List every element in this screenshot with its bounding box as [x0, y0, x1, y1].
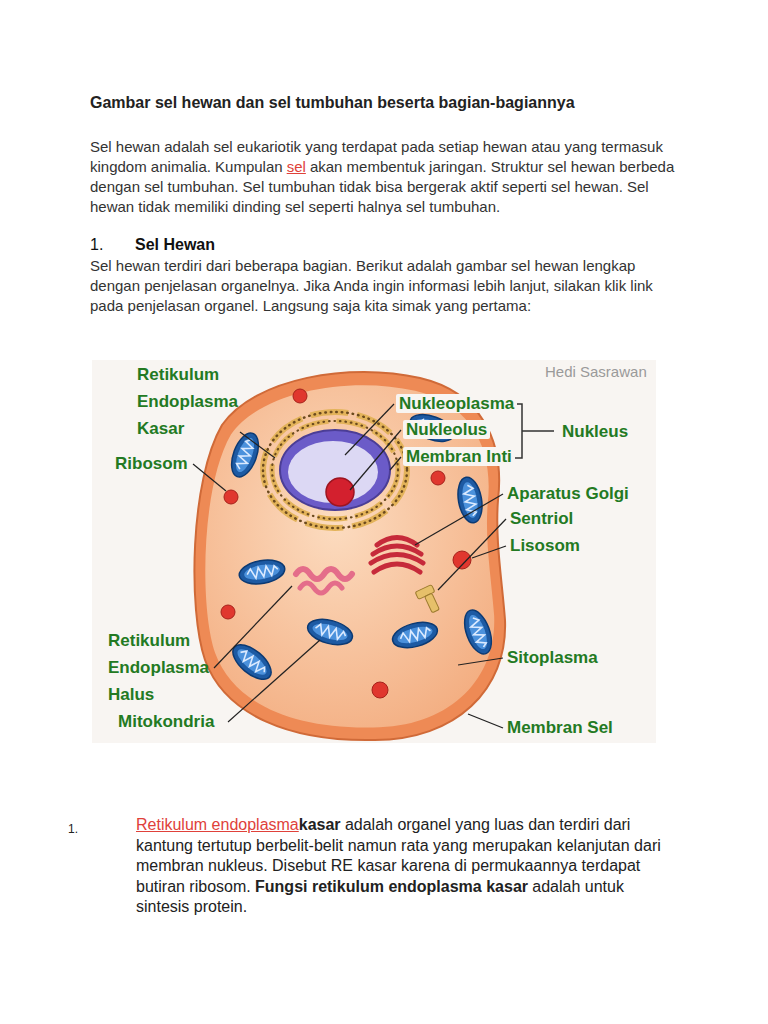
text-run: Nukleoplasma [396, 394, 517, 413]
page-title: Gambar sel hewan dan sel tumbuhan besert… [90, 93, 590, 112]
part-label: Nukleolus [403, 416, 490, 443]
paragraph: Retikulum endoplasmakasaradalah organel … [136, 815, 671, 918]
leader-line [390, 457, 401, 470]
mitochondrion [227, 638, 277, 685]
part-label: Sentriol [510, 505, 573, 532]
text-run: Ribosom [115, 454, 188, 473]
lysosome [372, 682, 388, 698]
leader-line [193, 464, 226, 491]
part-label: Mitokondria [118, 708, 214, 735]
leader-line [214, 586, 292, 668]
text-run: Retikulum Endoplasma Kasar [137, 365, 238, 438]
leader-line [468, 714, 503, 728]
nucleolus [326, 478, 354, 506]
section-heading: Sel Hewan [135, 235, 215, 255]
centriole [415, 585, 439, 613]
part-label: Retikulum Endoplasma Halus [108, 627, 220, 708]
link-text: sel [287, 158, 306, 175]
mitochondrion [455, 475, 486, 524]
golgi-apparatus [371, 538, 423, 573]
figure-ground [92, 360, 656, 743]
leader-line [350, 430, 401, 490]
part-label: Lisosom [510, 532, 580, 559]
rough-er-band [272, 421, 398, 519]
nuclear-envelope [280, 430, 390, 510]
cell-membrane [194, 372, 505, 740]
part-label: Sitoplasma [507, 644, 598, 671]
mitochondrion [390, 618, 440, 652]
title-text: Gambar sel hewan dan sel tumbuhan besert… [90, 94, 575, 111]
link-text: Retikulum endoplasma [136, 816, 299, 833]
lysosome [431, 471, 445, 485]
lysosome [293, 389, 307, 403]
part-label: Membran Inti [403, 443, 515, 470]
part-label: Retikulum Endoplasma Kasar [137, 361, 249, 442]
part-label: Aparatus Golgi [507, 480, 629, 507]
part-label: Membran Sel [507, 714, 613, 741]
leader-line [458, 658, 503, 665]
list-number: 1. [90, 235, 103, 255]
mitochondrion [237, 557, 286, 588]
text-run: Nukleus [562, 422, 628, 441]
part-label: Ribosom [115, 450, 188, 477]
paragraph: Sel hewan adalah sel eukariotik yang ter… [90, 137, 675, 217]
part-label: Nukleoplasma [396, 390, 517, 417]
leader-line [415, 494, 503, 545]
leader-line [228, 640, 320, 722]
lysosome [453, 551, 471, 569]
text-run: Sel Hewan [135, 236, 215, 253]
lysosome [221, 605, 235, 619]
paragraph: Sel hewan terdiri dari beberapa bagian. … [90, 256, 680, 316]
golgi-cisterna [374, 564, 420, 572]
nucleus-bracket [514, 404, 554, 458]
ribosome-dots [263, 412, 407, 528]
smooth-er [296, 569, 352, 593]
text-run: Fungsi retikulum endoplasma kasar [255, 878, 528, 895]
ribosome-dot [224, 490, 238, 504]
mitochondrion [226, 429, 263, 480]
text-run: Hedi Sasrawan [545, 363, 647, 380]
text-run: Sentriol [510, 509, 573, 528]
nucleus [280, 430, 390, 510]
leader-line [472, 546, 506, 558]
text-run: Nukleolus [403, 420, 490, 439]
text-run: Aparatus Golgi [507, 484, 629, 503]
text-run: Mitokondria [118, 712, 214, 731]
leader-line [438, 519, 506, 590]
text-run: 1. [68, 822, 78, 836]
rough-er-band [263, 412, 407, 528]
leader-line [240, 432, 275, 458]
text-run: Membran Sel [507, 718, 613, 737]
rough-er [263, 412, 407, 528]
smooth-er-tube [296, 569, 352, 579]
text-run: Retikulum Endoplasma Halus [108, 631, 209, 704]
cytoplasm [205, 385, 494, 727]
text-run: 1. [90, 236, 103, 253]
text-run: Sitoplasma [507, 648, 598, 667]
centriole-cylinder [425, 593, 440, 613]
smooth-er-tube [300, 583, 342, 593]
text-run: kasar [299, 816, 341, 833]
text-run: Lisosom [510, 536, 580, 555]
watermark: Hedi Sasrawan [545, 363, 647, 381]
ribosome-dots [272, 421, 398, 519]
mitochondrion [459, 606, 496, 657]
mitochondrion [305, 615, 355, 649]
list-number: 1. [68, 822, 78, 836]
part-label: Nukleus [562, 418, 628, 445]
text-run: Sel hewan terdiri dari beberapa bagian. … [90, 257, 653, 314]
text-run: Membran Inti [403, 447, 515, 466]
